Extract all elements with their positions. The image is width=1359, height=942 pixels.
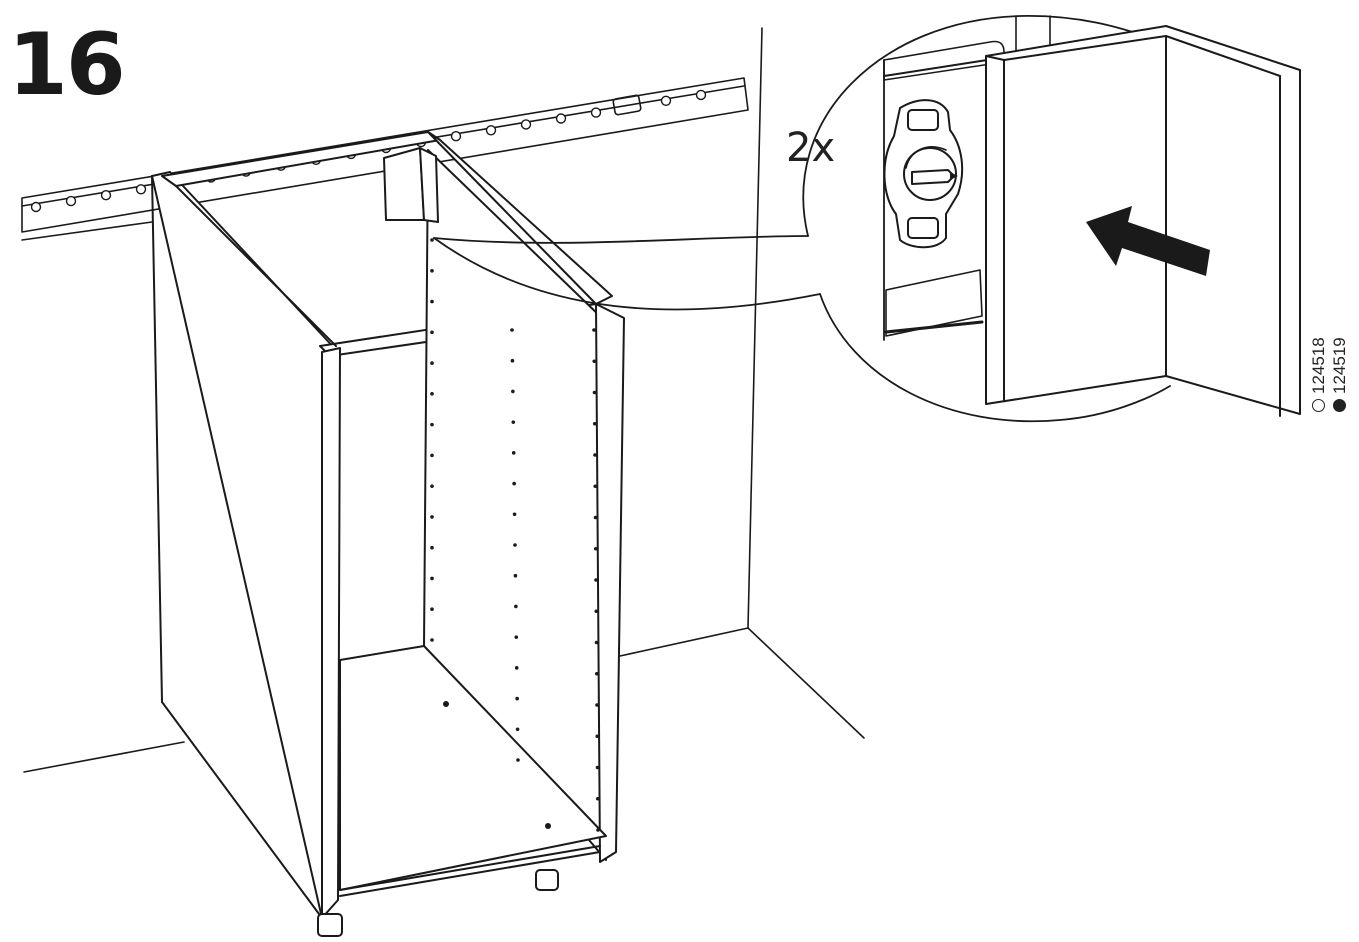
shelf-hole (512, 481, 516, 486)
shelf-hole (594, 671, 599, 676)
shelf-hole (511, 451, 516, 455)
shelf-hole (512, 512, 517, 517)
magnified-detail-icon (802, 15, 1301, 423)
shelf-hole (430, 515, 434, 519)
shelf-hole (430, 607, 434, 612)
shelf-hole (595, 765, 600, 770)
rail-hole (485, 125, 497, 136)
part-code-text: 124518 (1309, 337, 1328, 394)
shelf-hole (513, 573, 518, 578)
shelf-hole (514, 635, 519, 639)
shelf-hole (510, 328, 514, 332)
shelf-hole (593, 546, 598, 551)
shelf-hole (430, 545, 434, 550)
shelf-hole (593, 484, 598, 489)
part-code-open: 124518 (1309, 337, 1329, 412)
shelf-hole (514, 604, 518, 609)
room-lines (21, 27, 865, 773)
shelf-hole (593, 515, 598, 520)
step-number: 16 (8, 15, 126, 115)
shelf-hole (515, 727, 520, 732)
rail-hole (555, 113, 567, 124)
rail-hole (30, 201, 42, 213)
shelf-hole (516, 758, 520, 762)
detail-connector (433, 235, 821, 311)
cam-lock-fitting-icon (883, 99, 964, 249)
shelf-hole (510, 358, 515, 363)
shelf-hole (430, 330, 434, 335)
rail-hole (135, 184, 147, 195)
shelf-hole (430, 484, 434, 488)
shelf-hole (511, 420, 516, 424)
filled-circle-icon (1333, 399, 1346, 412)
shelf-hole (594, 578, 598, 582)
shelf-hole (430, 238, 434, 242)
part-code-filled: 124519 (1330, 337, 1350, 412)
rail-hole (65, 195, 77, 207)
shelf-hole (592, 359, 597, 364)
shelf-hole (592, 390, 597, 395)
shelf-hole (430, 422, 434, 427)
shelf-hole (511, 389, 515, 394)
quantity-label: 2x (786, 125, 836, 171)
shelf-hole (430, 268, 434, 273)
shelf-hole (430, 453, 434, 458)
open-circle-icon (1312, 399, 1325, 412)
shelf-hole (514, 666, 519, 670)
shelf-hole (430, 392, 434, 396)
shelf-hole (594, 609, 599, 614)
shelf-hole (595, 734, 600, 739)
shelf-hole (430, 299, 434, 304)
part-code-text: 124519 (1330, 337, 1349, 394)
push-arrow-icon (1086, 206, 1210, 276)
rail-hole (660, 95, 672, 107)
shelf-hole (595, 796, 600, 801)
shelf-hole (594, 640, 599, 645)
shelf-hole (513, 543, 517, 547)
shelf-hole (592, 328, 596, 332)
shelf-hole (430, 361, 434, 365)
shelf-hole (592, 421, 597, 426)
shelf-hole (596, 828, 600, 832)
rail-hole (695, 89, 707, 101)
shelf-hole (595, 703, 599, 707)
cabinet-frame (151, 131, 625, 937)
shelf-hole (430, 576, 434, 581)
rail-hole (100, 189, 112, 201)
shelf-hole (515, 696, 519, 701)
rail-hole (450, 130, 462, 142)
shelf-hole (430, 638, 434, 642)
shelf-hole (593, 453, 597, 457)
part-codes: 124518 124519 (1306, 337, 1350, 512)
rail-hole (520, 119, 532, 130)
rail-hole (590, 107, 602, 118)
